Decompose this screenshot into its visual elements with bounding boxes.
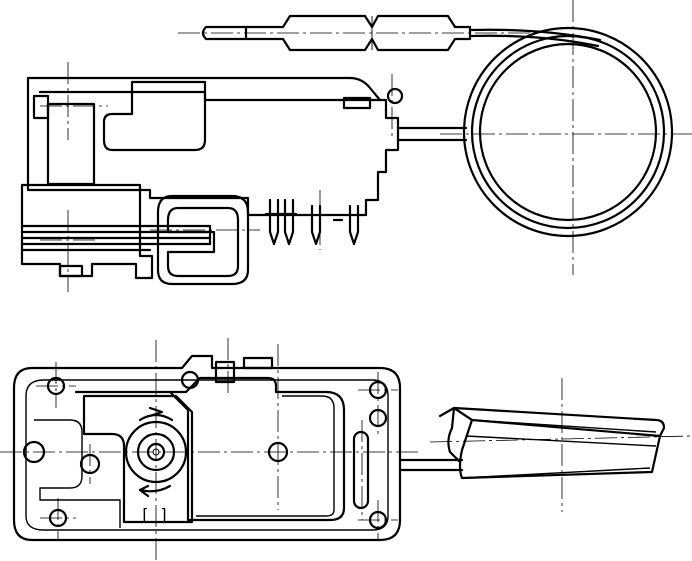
side-view	[20, 0, 692, 292]
rib-left-channel	[34, 419, 121, 528]
bracket-mark-label: [ ]	[140, 505, 169, 524]
switch-inner	[166, 206, 240, 278]
rib-inner-chamber	[74, 376, 346, 522]
bracket-bend	[438, 406, 462, 464]
bracket-front-face	[452, 406, 662, 480]
rotation-arc	[138, 484, 172, 493]
mount-hole-tc	[180, 370, 200, 390]
left-tab	[32, 94, 50, 120]
bracket-edge-3	[461, 467, 651, 479]
bracket-top-face	[452, 406, 666, 438]
base-stack	[20, 183, 212, 292]
coil-inner	[478, 42, 658, 222]
terminal-block	[342, 96, 372, 110]
top-tab-2	[242, 356, 274, 370]
pin-3	[310, 204, 322, 246]
probe-tip	[201, 25, 248, 41]
pin-4	[348, 204, 360, 246]
rib-cam-pocket	[82, 394, 194, 524]
coil-outer	[462, 26, 674, 238]
upper-housing-body	[26, 76, 400, 217]
sensor-bracket	[429, 378, 692, 512]
coil-middle	[470, 34, 666, 230]
plan-outer-plate	[12, 354, 402, 542]
switch-body	[150, 194, 260, 286]
rib-right-channel	[196, 395, 335, 517]
probe-sleeve	[244, 14, 472, 52]
base-block	[20, 183, 154, 280]
top-tab-1	[214, 360, 236, 384]
cam-arrow-mark	[148, 406, 164, 418]
pivot-pin	[386, 87, 404, 105]
bracket-edge-1	[471, 419, 657, 433]
plan-view: [ ]	[0, 338, 692, 561]
pin-2	[283, 198, 295, 246]
bracket-centerline-h	[429, 435, 692, 443]
capillary-coil	[396, 0, 692, 275]
switch-outer	[156, 194, 250, 286]
left-bracket	[46, 102, 96, 186]
adjust-slot	[352, 430, 370, 510]
terminal-pins	[264, 190, 360, 250]
bracket-edge-2	[465, 435, 657, 447]
housing-side	[26, 62, 404, 217]
base-foot	[58, 264, 84, 278]
rotation-arrow	[138, 484, 150, 498]
inner-cam-chamber	[102, 80, 207, 152]
capillary-tube-upper-2	[468, 34, 600, 48]
upper-housing-lip	[38, 90, 382, 102]
pin-1	[268, 198, 280, 246]
